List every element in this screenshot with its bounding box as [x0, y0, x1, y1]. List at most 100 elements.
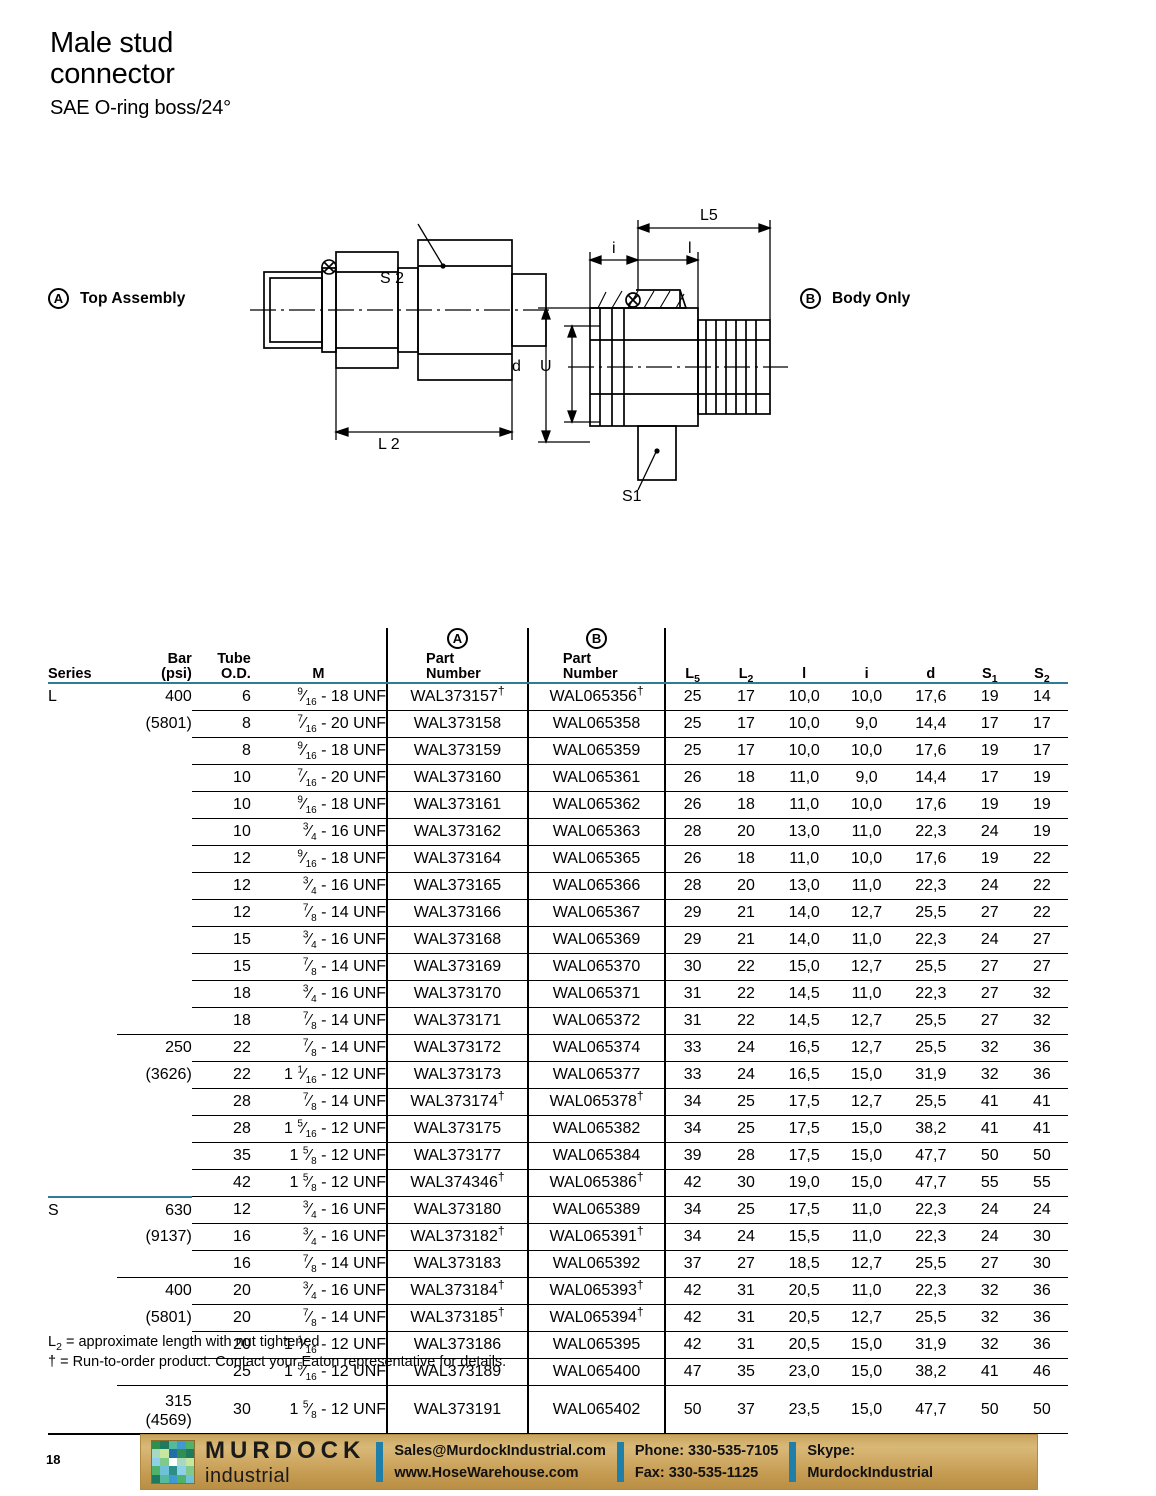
- cell-l5: 31: [665, 980, 720, 1008]
- cell-l2: 35: [719, 1358, 773, 1386]
- murdock-logo-icon: [151, 1440, 195, 1484]
- cell-tube-od: 18: [191, 980, 251, 1008]
- footer-skype-handle[interactable]: MurdockIndustrial: [807, 1465, 934, 1481]
- cell-thread-size: 1 5⁄8 - 12 UNF: [250, 1385, 388, 1434]
- cell-l2: 31: [719, 1331, 773, 1359]
- header-s2: S2: [1015, 628, 1068, 684]
- header-s1: S1: [963, 628, 1016, 684]
- cell-s2: 32: [1015, 1007, 1068, 1035]
- footer-fax: Fax: 330-535-1125: [634, 1465, 759, 1481]
- dagger-marker: †: [636, 1223, 644, 1238]
- footer-email[interactable]: Sales@MurdockIndustrial.com: [394, 1443, 606, 1459]
- dagger-marker: †: [636, 1169, 644, 1184]
- cell-l5: 28: [665, 818, 720, 846]
- cell-part-number-a: WAL373161: [386, 791, 528, 819]
- cell-bar-psi: 315(4569): [117, 1385, 192, 1435]
- cell-s1: 17: [963, 764, 1016, 792]
- cell-series: L: [48, 682, 118, 711]
- cell-l2: 21: [719, 899, 773, 927]
- cell-s1: 27: [963, 953, 1016, 981]
- cell-part-number-a: WAL373171: [386, 1007, 528, 1035]
- cell-d: 22,3: [897, 1196, 964, 1224]
- cell-part-number-a: WAL373185†: [386, 1304, 528, 1332]
- cell-i: 12,7: [835, 1250, 898, 1278]
- logo-tile: [152, 1457, 161, 1467]
- cell-series: S: [48, 1195, 118, 1224]
- cell-part-number-a: WAL373186: [386, 1331, 528, 1359]
- cell-part-number-a: WAL373170: [386, 980, 528, 1008]
- cell-s2: 36: [1015, 1061, 1068, 1089]
- cell-bar-psi: (3626): [145, 1066, 192, 1083]
- cell-series: [48, 1062, 117, 1089]
- cell-s1: 32: [963, 1331, 1016, 1359]
- divider-1: [376, 1442, 384, 1482]
- cell-thread-size: 7⁄8 - 14 UNF: [250, 1088, 388, 1116]
- header-tube-line1: Tube: [217, 651, 251, 667]
- cell-l2: 17: [719, 683, 773, 711]
- cell-l5: 34: [665, 1088, 720, 1116]
- brand-subtitle: industrial: [205, 1464, 291, 1487]
- header-l: l: [772, 628, 836, 684]
- cell-tube-od: 12: [191, 1196, 251, 1224]
- cell-s1: 32: [963, 1304, 1016, 1332]
- logo-tile: [168, 1441, 178, 1450]
- dim-l5-label: L5: [700, 207, 718, 224]
- cell-part-number-b: WAL065365: [526, 845, 667, 873]
- cell-d: 25,5: [897, 1007, 964, 1035]
- cell-l5: 29: [665, 899, 720, 927]
- cell-s1: 32: [963, 1277, 1016, 1305]
- cell-l: 10,0: [772, 683, 836, 711]
- logo-tile: [152, 1474, 161, 1483]
- logo-tile: [185, 1457, 194, 1467]
- callout-top-assembly: A Top Assembly: [48, 288, 185, 309]
- cell-part-number-b: WAL065366: [526, 872, 667, 900]
- cell-l5: 28: [665, 872, 720, 900]
- cell-l2: 22: [719, 980, 773, 1008]
- logo-tile: [168, 1457, 178, 1467]
- logo-tile: [160, 1441, 169, 1450]
- footnotes: L2 = approximate length with nut tighten…: [48, 1332, 506, 1372]
- cell-s2: 36: [1015, 1034, 1068, 1062]
- cell-series: [48, 1278, 117, 1305]
- divider-3: [789, 1442, 797, 1482]
- dagger-marker: †: [636, 1277, 644, 1292]
- cell-i: 12,7: [835, 1304, 898, 1332]
- cell-s1: 32: [963, 1034, 1016, 1062]
- cell-part-number-a: WAL373165: [386, 872, 528, 900]
- cell-i: 11,0: [835, 1223, 898, 1251]
- cell-l2: 18: [719, 845, 773, 873]
- cell-l2: 22: [719, 1007, 773, 1035]
- cell-tube-od: 28: [191, 1115, 251, 1143]
- cell-s2: 41: [1015, 1115, 1068, 1143]
- cell-part-number-b: WAL065394†: [526, 1304, 667, 1332]
- logo-tile: [177, 1457, 186, 1467]
- cell-d: 25,5: [897, 953, 964, 981]
- specification-table: Series Bar (psi) Tube O.D. M A Part Numb…: [48, 628, 1068, 1435]
- title-line-1: Male stud: [50, 27, 174, 59]
- table-header-row: Series Bar (psi) Tube O.D. M A Part Numb…: [48, 628, 1068, 684]
- logo-tile: [177, 1466, 186, 1475]
- cell-thread-size: 9⁄16 - 18 UNF: [250, 791, 388, 819]
- cell-series: [48, 1305, 117, 1332]
- cell-l2: 28: [719, 1142, 773, 1170]
- cell-bar-psi: [117, 954, 192, 981]
- cell-l: 20,5: [772, 1331, 836, 1359]
- cell-d: 38,2: [897, 1115, 964, 1143]
- cell-part-number-a: WAL373184†: [386, 1277, 528, 1305]
- header-badge-b-icon: B: [586, 628, 608, 649]
- cell-i: 12,7: [835, 953, 898, 981]
- footer-website[interactable]: www.HoseWarehouse.com: [394, 1465, 579, 1481]
- cell-tube-od: 30: [191, 1385, 251, 1434]
- footnote-dagger: † = Run-to-order product. Contact your E…: [48, 1354, 507, 1370]
- cell-s2: 50: [1015, 1385, 1068, 1434]
- cell-l5: 42: [665, 1277, 720, 1305]
- cell-tube-od: 22: [191, 1034, 251, 1062]
- cell-d: 14,4: [897, 710, 964, 738]
- logo-tile: [168, 1466, 178, 1475]
- cell-thread-size: 3⁄4 - 16 UNF: [250, 818, 388, 846]
- cell-i: 12,7: [835, 1088, 898, 1116]
